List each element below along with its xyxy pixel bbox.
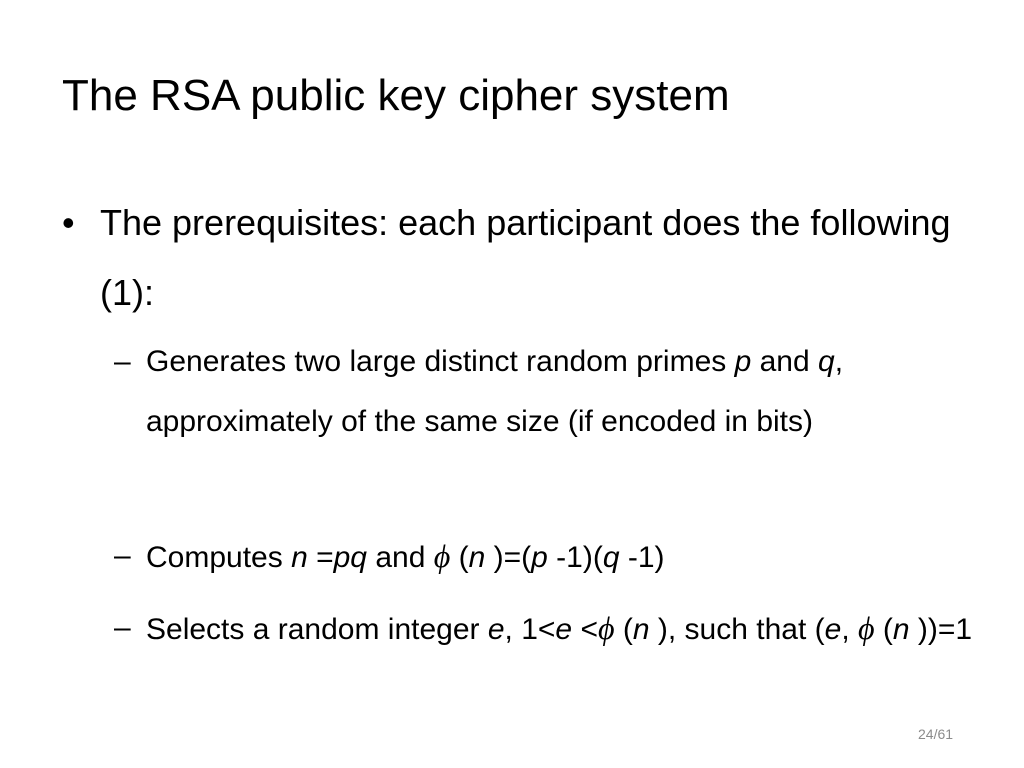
slide-title: The RSA public key cipher system <box>62 71 730 120</box>
bullet-prerequisites-text: The prerequisites: each participant does… <box>100 202 951 313</box>
bullet-prerequisites: • The prerequisites: each participant do… <box>62 188 962 328</box>
bullet-marker: • <box>62 202 75 243</box>
sub-item-generates-primes-text: Generates two large distinct random prim… <box>146 345 844 438</box>
phi-symbol: ϕ <box>433 538 451 574</box>
dash-marker: – <box>114 611 131 644</box>
page-number: 24/61 <box>918 726 954 742</box>
sub-item-computes-n: – Computes n =pq and ϕ (n )=(p -1)(q -1) <box>114 526 974 598</box>
sub-item-generates-primes: – Generates two large distinct random pr… <box>114 332 974 462</box>
dash-marker: – <box>114 345 131 378</box>
sub-item-selects-e: – Selects a random integer e, 1<e <ϕ (n … <box>114 598 974 670</box>
sub-item-selects-e-text: Selects a random integer e, 1<e <ϕ (n ),… <box>146 610 973 646</box>
phi-symbol: ϕ <box>597 610 615 646</box>
phi-symbol: ϕ <box>857 610 875 646</box>
dash-marker: – <box>114 539 131 572</box>
sub-item-computes-n-text: Computes n =pq and ϕ (n )=(p -1)(q -1) <box>146 538 665 574</box>
